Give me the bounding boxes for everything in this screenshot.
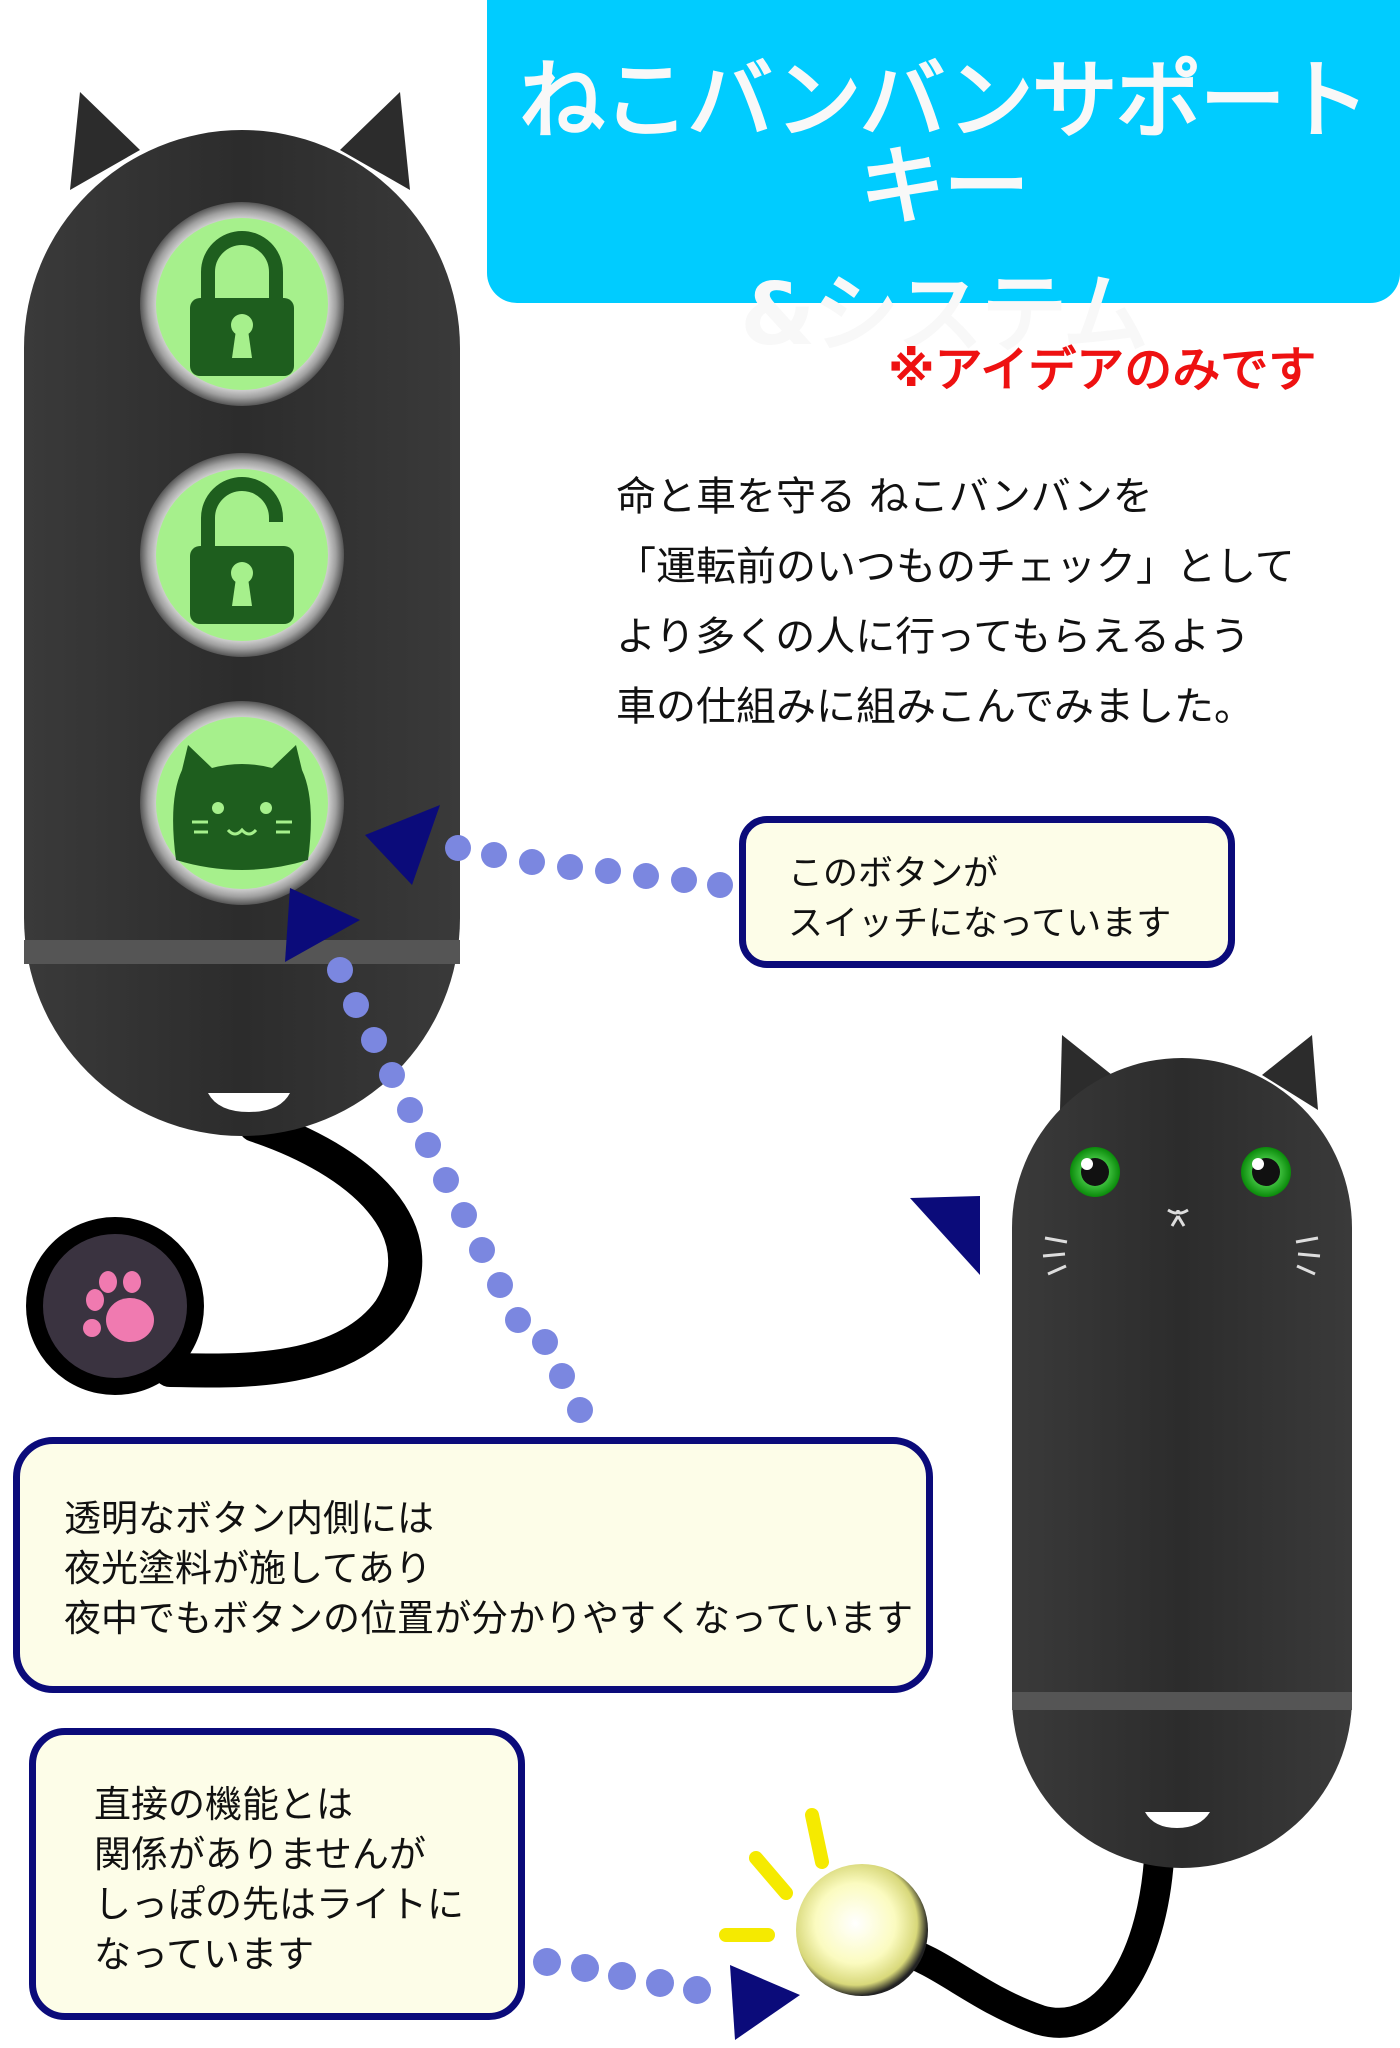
callout-line: スイッチになっています (788, 904, 1172, 944)
title-line-2: &システム (740, 265, 1148, 365)
title-line-1: ねこバンバンサポートキー (519, 51, 1370, 237)
callout-line: 夜光塗料が施してあり (64, 1547, 432, 1590)
black-cat (1012, 1035, 1352, 1868)
unlock-icon (190, 477, 294, 624)
unlock-button[interactable] (140, 453, 344, 657)
dotted-lines (327, 835, 733, 2004)
idea-only-note: ※アイデアのみです (888, 342, 1317, 398)
callout-line: 直接の機能とは (94, 1783, 353, 1826)
paw-button (26, 1217, 204, 1395)
cat-switch-button[interactable] (140, 701, 344, 905)
light-rays (719, 1808, 829, 1942)
key-tail (153, 1108, 423, 1388)
description-line: より多くの人に行ってもらえるよう (616, 614, 1250, 660)
title-banner: ねこバンバンサポートキー &システム (487, 0, 1400, 358)
paw-icon (83, 1271, 154, 1342)
light-bulb (796, 1864, 928, 1996)
description-line: 「運転前のいつものチェック」として (616, 544, 1295, 590)
callout-glow-paint: 透明なボタン内側には 夜光塗料が施してあり 夜中でもボタンの位置が分かりやすくな… (13, 1437, 933, 1693)
callout-line: しっぽの先はライトに (94, 1883, 464, 1926)
lock-icon (190, 231, 294, 376)
callout-line: 透明なボタン内側には (64, 1497, 434, 1540)
description-line: 車の仕組みに組みこんでみました。 (616, 684, 1254, 730)
callout-switch-button: このボタンが スイッチになっています (739, 816, 1235, 968)
cat-face-icon (173, 745, 311, 870)
callout-line: なっています (94, 1933, 315, 1976)
callout-line: 関係がありませんが (94, 1833, 426, 1876)
callout-line: 夜中でもボタンの位置が分かりやすくなっています (64, 1597, 914, 1640)
description: 命と車を守る ねこバンバンを 「運転前のいつものチェック」として より多くの人に… (616, 462, 1295, 742)
callout-line: このボタンが (788, 854, 999, 894)
cat-tail-light (719, 1808, 1175, 2038)
pointer-arrows (285, 805, 980, 2040)
lock-button[interactable] (140, 202, 344, 406)
description-line: 命と車を守る ねこバンバンを (616, 474, 1153, 520)
callout-tail-light: 直接の機能とは 関係がありませんが しっぽの先はライトに なっています (29, 1728, 525, 2020)
